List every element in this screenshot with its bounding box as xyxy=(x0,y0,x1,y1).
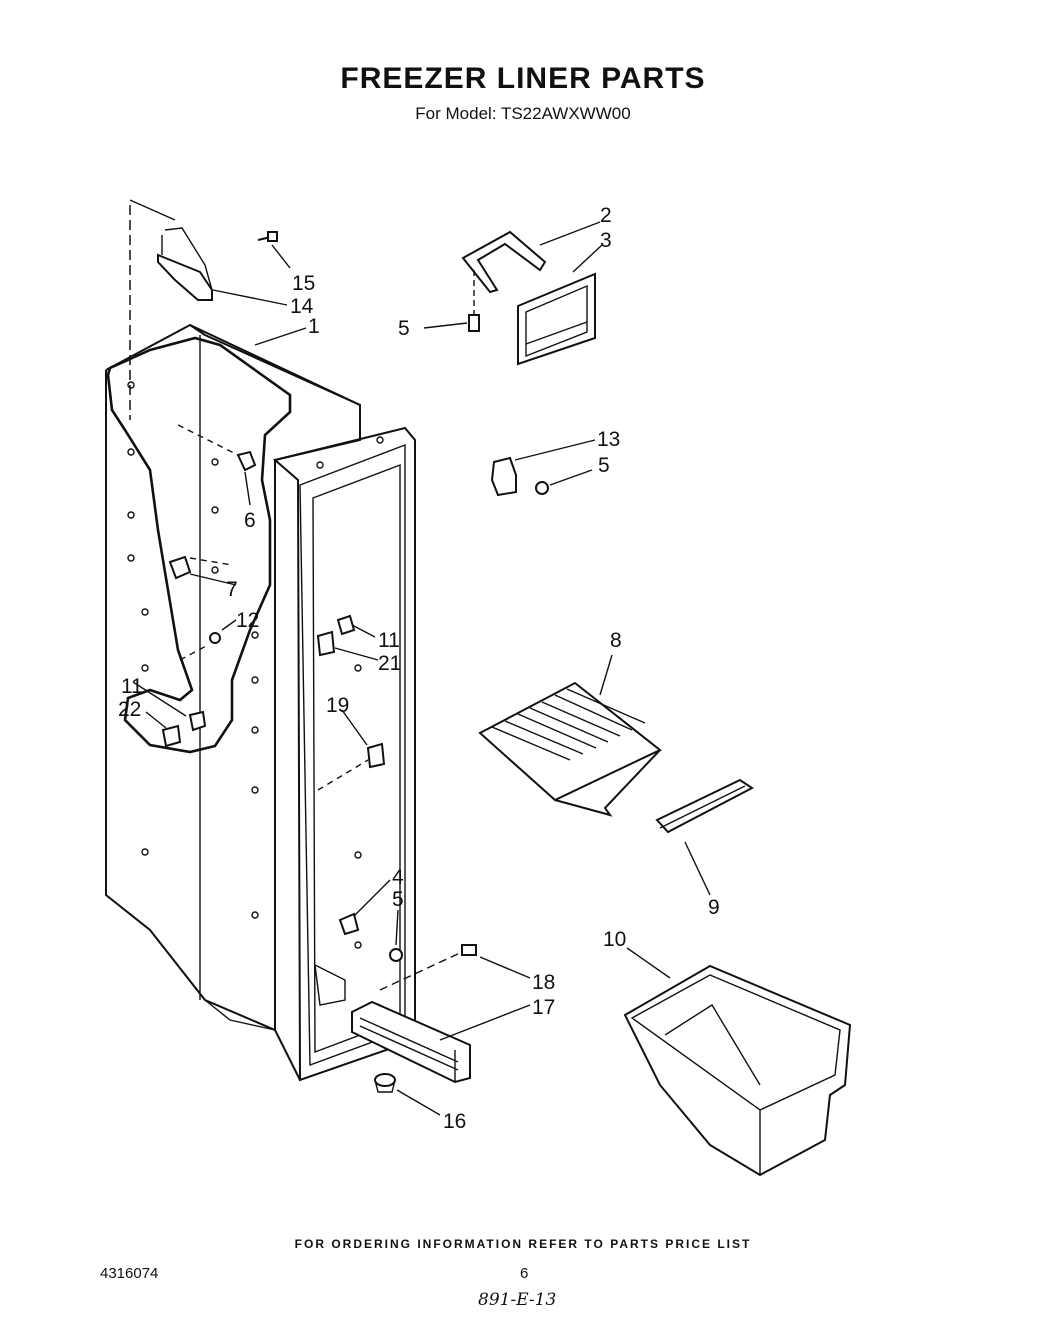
callout-6: 6 xyxy=(244,509,256,532)
callout-19: 19 xyxy=(326,694,349,717)
part-7-clip xyxy=(168,555,233,580)
part-8-wire-shelf xyxy=(478,681,662,817)
part-6-clip xyxy=(177,424,257,472)
part-19-clip xyxy=(317,742,386,791)
part-18-screw xyxy=(379,944,477,991)
callout-5-bottom: 5 xyxy=(392,888,404,911)
ordering-info-note: FOR ORDERING INFORMATION REFER TO PARTS … xyxy=(294,1237,752,1251)
part-3-cover xyxy=(517,272,596,366)
callouts: 1 2 3 5 15 14 13 5 6 7 12 11 22 11 21 19… xyxy=(118,204,720,1133)
callout-8: 8 xyxy=(610,629,622,652)
callout-7: 7 xyxy=(226,578,238,601)
part-9-rail xyxy=(655,778,754,834)
freezer-liner xyxy=(105,199,416,1082)
part-2-bracket xyxy=(461,230,547,294)
callout-22: 22 xyxy=(118,698,141,721)
part-16-plug xyxy=(374,1073,396,1093)
page-title: FREEZER LINER PARTS xyxy=(340,62,706,95)
model-subtitle: For Model: TS22AWXWW00 xyxy=(415,104,631,123)
part-15-screw xyxy=(257,231,278,242)
callout-1: 1 xyxy=(308,315,320,338)
callout-4: 4 xyxy=(392,866,404,889)
part-21-clip xyxy=(316,630,336,657)
part-12-screw xyxy=(179,632,221,661)
handwritten-note: 891-E-13 xyxy=(478,1290,557,1310)
part-17-vent xyxy=(351,1000,471,1084)
part-22-clip xyxy=(161,710,207,748)
callout-3: 3 xyxy=(600,229,612,252)
document-number: 4316074 xyxy=(100,1265,159,1282)
part-10-bin xyxy=(623,964,852,1177)
part-13-clip xyxy=(490,456,517,497)
callout-10: 10 xyxy=(603,928,626,951)
callout-12: 12 xyxy=(236,609,259,632)
callout-11-right: 11 xyxy=(378,629,400,652)
callout-15: 15 xyxy=(292,272,315,295)
callout-17: 17 xyxy=(532,996,555,1019)
callout-11-left: 11 xyxy=(121,675,143,698)
callout-21: 21 xyxy=(378,652,401,675)
part-4-clip xyxy=(338,912,360,936)
callout-2: 2 xyxy=(600,204,612,227)
callout-13: 13 xyxy=(597,428,620,451)
part-5-screw-bottom xyxy=(389,948,403,962)
callout-14: 14 xyxy=(290,295,314,318)
page-number: 6 xyxy=(520,1265,529,1282)
part-11-clip-right xyxy=(336,614,356,636)
callout-9: 9 xyxy=(708,896,720,919)
callout-18: 18 xyxy=(532,971,555,994)
part-5-screw-middle xyxy=(535,481,549,495)
part-14-bracket xyxy=(157,227,213,301)
callout-16: 16 xyxy=(443,1110,466,1133)
callout-5-middle: 5 xyxy=(598,454,610,477)
leader-lines xyxy=(132,221,711,1116)
callout-5-top: 5 xyxy=(398,317,410,340)
part-5-screw-top xyxy=(468,270,480,332)
